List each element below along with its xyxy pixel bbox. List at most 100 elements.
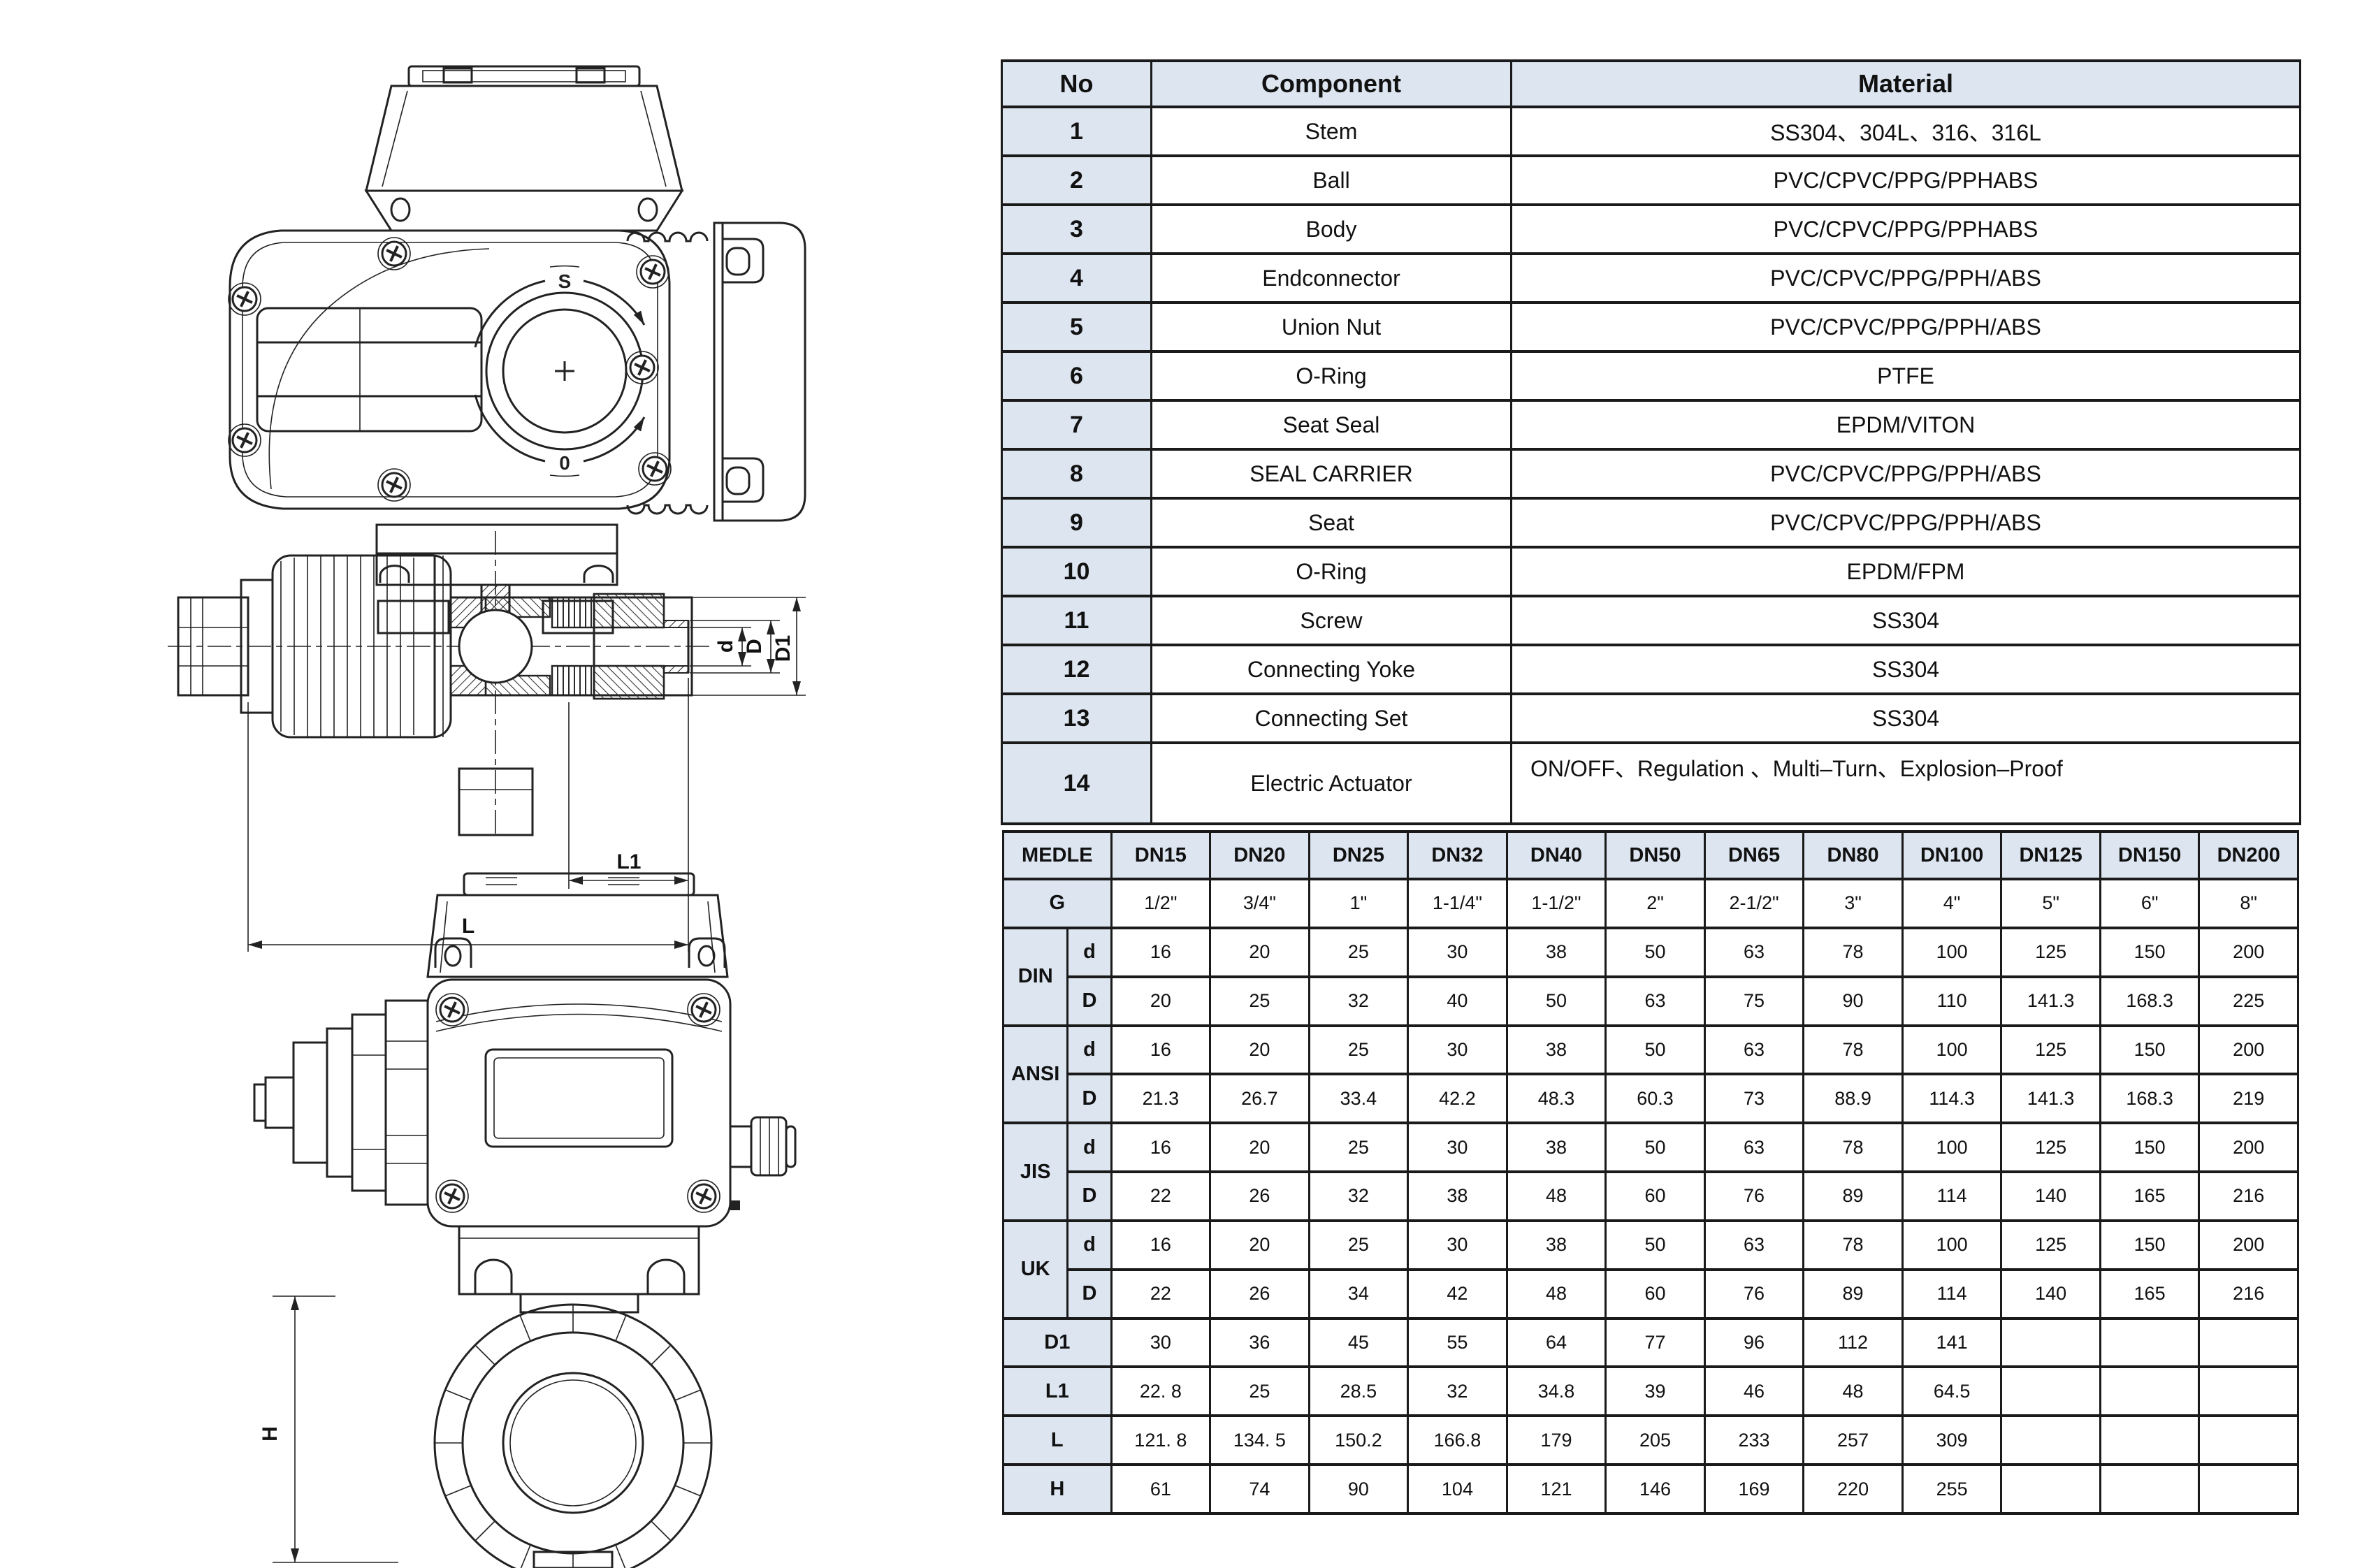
component-name: O-Ring xyxy=(1150,546,1512,597)
dim-value: 20 xyxy=(1209,1219,1310,1271)
dimension-d-D-D1: d D D1 xyxy=(690,597,806,696)
dim-value: 30 xyxy=(1407,1121,1508,1174)
dim-value: 233 xyxy=(1703,1414,1805,1467)
dim-value: 20 xyxy=(1209,1024,1310,1076)
component-no: 11 xyxy=(1001,595,1152,646)
dim-value: 28.5 xyxy=(1307,1365,1410,1418)
dim-value: 26.7 xyxy=(1209,1073,1310,1125)
dim-value: 125 xyxy=(2000,1024,2101,1076)
dim-sub-label: D xyxy=(1066,1073,1113,1125)
dim-value: 42.2 xyxy=(1407,1073,1508,1125)
dim-value: 200 xyxy=(2198,1219,2299,1271)
component-no: 10 xyxy=(1001,546,1152,597)
component-name: Seat Seal xyxy=(1150,399,1512,451)
dim-value: 25 xyxy=(1307,1024,1410,1076)
component-row: 13 Connecting Set SS304 xyxy=(1001,692,2301,744)
dim-value: 50 xyxy=(1604,1024,1706,1076)
dim-value: 179 xyxy=(1505,1414,1607,1467)
dim-value: 150.2 xyxy=(1307,1414,1410,1467)
dim-value: 26 xyxy=(1209,1268,1310,1320)
dim-value: 100 xyxy=(1901,926,2003,978)
component-no: 2 xyxy=(1001,154,1152,206)
component-row: 4 Endconnector PVC/CPVC/PPG/PPH/ABS xyxy=(1001,252,2301,304)
dim-value: 165 xyxy=(2099,1268,2201,1320)
dim-value: 77 xyxy=(1604,1316,1706,1369)
front-side-connector xyxy=(253,999,429,1206)
component-row: 5 Union Nut PVC/CPVC/PPG/PPH/ABS xyxy=(1001,301,2301,353)
dim-value: 78 xyxy=(1802,1024,1904,1076)
component-no: 12 xyxy=(1001,644,1152,695)
dn-header: DN200 xyxy=(2198,830,2299,880)
dim-value: 38 xyxy=(1407,1170,1508,1222)
component-row: 14 Electric Actuator ON/OFF、Regulation 、… xyxy=(1001,741,2301,825)
dim-value: 2-1/2" xyxy=(1703,878,1805,929)
component-name: O-Ring xyxy=(1150,350,1512,402)
dim-value: 150 xyxy=(2099,1024,2201,1076)
dim-value: 50 xyxy=(1604,926,1706,978)
dim-value: 150 xyxy=(2099,926,2201,978)
dim-value: 168.3 xyxy=(2099,1073,2201,1125)
dim-value: 39 xyxy=(1604,1365,1706,1418)
component-no: 1 xyxy=(1001,106,1152,157)
dim-row-label: H xyxy=(1002,1463,1113,1515)
dim-value: 25 xyxy=(1307,926,1410,978)
dn-header: DN125 xyxy=(2000,830,2101,880)
component-no: 13 xyxy=(1001,692,1152,744)
dim-value: 110 xyxy=(1901,975,2003,1027)
col-header-no: No xyxy=(1001,59,1152,108)
dim-value: 30 xyxy=(1407,1219,1508,1271)
component-no: 8 xyxy=(1001,448,1152,500)
dim-value: 200 xyxy=(2198,1024,2299,1076)
component-row: 1 Stem SS304、304L、316、316L xyxy=(1001,106,2301,157)
dim-value: 60.3 xyxy=(1604,1073,1706,1125)
dim-value: 1-1/2" xyxy=(1505,878,1607,929)
component-row: 3 Body PVC/CPVC/PPG/PPHABS xyxy=(1001,203,2301,255)
dim-value: 38 xyxy=(1505,1121,1607,1174)
dim-value: 219 xyxy=(2198,1073,2299,1125)
manual-override-dial: S 0 xyxy=(474,265,660,477)
dim-value: 63 xyxy=(1703,1024,1805,1076)
component-no: 7 xyxy=(1001,399,1152,451)
component-row: 2 Ball PVC/CPVC/PPG/PPHABS xyxy=(1001,154,2301,206)
dim-value: 74 xyxy=(1209,1463,1310,1515)
dim-value: 6" xyxy=(2099,878,2201,929)
dim-value: 61 xyxy=(1110,1463,1212,1515)
dim-value: 40 xyxy=(1407,975,1508,1027)
dim-value: 22 xyxy=(1110,1268,1212,1320)
dim-value: 48 xyxy=(1802,1365,1904,1418)
dim-value: 114.3 xyxy=(1901,1073,2003,1125)
dim-value: 78 xyxy=(1802,926,1904,978)
col-header-material: Material xyxy=(1510,59,2301,108)
dim-value: 48 xyxy=(1505,1170,1607,1222)
dim-value: 64.5 xyxy=(1901,1365,2003,1418)
dimension-H: H xyxy=(259,1295,398,1563)
dim-value xyxy=(2198,1463,2299,1515)
dn-header: DN80 xyxy=(1802,830,1904,880)
dim-value: 216 xyxy=(2198,1170,2299,1222)
dn-header: DN65 xyxy=(1703,830,1805,880)
component-row: 11 Screw SS304 xyxy=(1001,595,2301,646)
dim-value: 60 xyxy=(1604,1268,1706,1320)
dim-label-D: D xyxy=(743,639,766,654)
valve-side-view-drawing: S 0 xyxy=(168,65,806,952)
component-material: EPDM/FPM xyxy=(1510,546,2301,597)
dim-value: 63 xyxy=(1604,975,1706,1027)
dim-value xyxy=(2000,1365,2101,1418)
dim-value: 25 xyxy=(1307,1121,1410,1174)
dim-value: 22. 8 xyxy=(1110,1365,1212,1418)
component-material: PVC/CPVC/PPG/PPH/ABS xyxy=(1510,252,2301,304)
corner-header: MEDLE xyxy=(1002,830,1113,880)
dim-value: 26 xyxy=(1209,1170,1310,1222)
dim-value: 78 xyxy=(1802,1121,1904,1174)
dim-value: 125 xyxy=(2000,926,2101,978)
dim-value: 125 xyxy=(2000,1121,2101,1174)
dim-value: 22 xyxy=(1110,1170,1212,1222)
dim-value: 33.4 xyxy=(1307,1073,1410,1125)
dim-value: 134. 5 xyxy=(1209,1414,1310,1467)
dim-sub-label: d xyxy=(1066,1219,1113,1271)
